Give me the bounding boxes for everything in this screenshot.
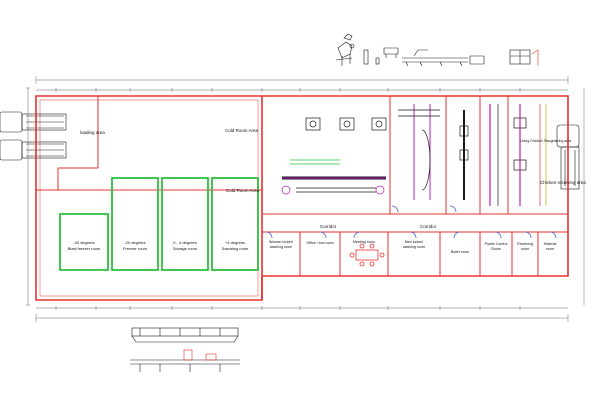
- loading-area-label: loading area: [80, 130, 105, 135]
- machine-sketch-4: [509, 49, 539, 66]
- cold-room-labels: -40 degrees Blast freezer room -20 degre…: [68, 240, 249, 251]
- room-3-line1: Meeting room: [353, 240, 375, 244]
- room-6-line1: Power Control: [485, 242, 508, 246]
- truck-left-1: [0, 111, 67, 133]
- room-6-line2: Room: [491, 247, 501, 251]
- machine-sketch-3: [383, 47, 399, 58]
- room-7-line1: Receiving: [517, 242, 533, 246]
- cold-room-2-line1: -20 degrees: [124, 240, 145, 245]
- living-chicken-label: Living Chicken Slaughtering area: [520, 139, 571, 143]
- cold-room-area-label-top: Cold Room Area: [225, 128, 259, 133]
- room-4-line2: washing room: [403, 245, 425, 249]
- cold-room-3-line2: Storage room: [173, 246, 198, 251]
- chicken-receiving-label: Chicken receiving area: [540, 180, 586, 185]
- conveyor-sketch-bottom-1: [131, 327, 239, 343]
- dimension-lines: [26, 76, 585, 322]
- cold-room-1-line1: -40 degrees: [73, 240, 94, 245]
- truck-left-2: [0, 139, 67, 161]
- room-1-line1: Women locker/: [269, 240, 293, 244]
- building-outline: [35, 95, 569, 301]
- room-8-line1: Material: [544, 242, 557, 246]
- corridor-left-label: Corridor: [320, 224, 337, 229]
- doors: [265, 205, 557, 239]
- dimension-ticks: [55, 88, 521, 310]
- cold-room-1-line2: Blast freezer room: [68, 246, 101, 251]
- cold-room-4-line1: +4 degrees: [225, 240, 245, 245]
- meeting-table: [349, 243, 385, 267]
- room-7-line2: room: [521, 247, 529, 251]
- cold-room-area-label-mid: Cold Room Area: [226, 188, 260, 193]
- corridor-right-label: Corridor: [420, 224, 437, 229]
- conveyor-sketch-bottom-2: [130, 349, 240, 372]
- right-area-partitions: [262, 96, 568, 276]
- bottom-equipment-sketches: [130, 327, 240, 372]
- top-equipment-sketches: [335, 33, 539, 67]
- room-8-line2: room: [546, 247, 554, 251]
- room-4-line1: Men locker/: [405, 240, 424, 244]
- room-5-line1: Boiler room: [451, 250, 469, 254]
- processing-equipment: [281, 104, 547, 206]
- bottom-room-labels: Women locker/ washing room Office / tool…: [269, 240, 557, 254]
- cold-room-4-line2: Sweating room: [222, 246, 249, 251]
- cold-room-3-line1: 0 - 4 degrees: [173, 240, 197, 245]
- cold-room-2-line2: Freezer room: [123, 246, 148, 251]
- room-1-line2: washing room: [270, 245, 292, 249]
- machine-sketch-1: [335, 33, 355, 66]
- conveyor-sketch-top: [402, 49, 485, 67]
- machine-sketch-2: [363, 49, 380, 65]
- cold-room-walls: [59, 177, 259, 271]
- room-2-line1: Office / tool room: [306, 241, 333, 245]
